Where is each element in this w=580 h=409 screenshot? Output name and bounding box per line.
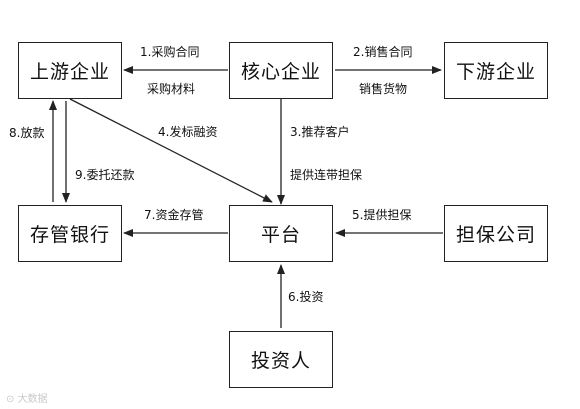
node-downstream: 下游企业 — [444, 42, 548, 99]
edge-label-3-top: 3.推荐客户 — [290, 125, 350, 139]
node-bank: 存管银行 — [18, 205, 122, 262]
watermark: ⊙ 大数据 — [6, 390, 48, 405]
node-platform: 平台 — [229, 205, 333, 262]
node-guarantor: 担保公司 — [444, 205, 548, 262]
edge-label-7: 7.资金存管 — [144, 208, 204, 222]
edge-label-1-bottom: 采购材料 — [147, 82, 196, 96]
edge-label-2-top: 2.销售合同 — [353, 45, 413, 59]
node-upstream: 上游企业 — [18, 42, 122, 99]
edge-label-3-bottom: 提供连带担保 — [290, 168, 363, 182]
edge-label-5: 5.提供担保 — [352, 208, 412, 222]
arrow-upstream-to-platform — [69, 98, 273, 203]
node-core: 核心企业 — [229, 42, 333, 99]
node-investor: 投资人 — [229, 331, 333, 388]
edge-label-2-bottom: 销售货物 — [359, 82, 408, 96]
edge-label-9: 9.委托还款 — [75, 168, 135, 182]
edge-label-6: 6.投资 — [288, 290, 324, 304]
edge-label-8: 8.放款 — [9, 126, 45, 140]
edge-label-4: 4.发标融资 — [158, 125, 218, 139]
watermark-text: 大数据 — [17, 394, 48, 405]
edge-label-1-top: 1.采购合同 — [140, 45, 200, 59]
watermark-logo-icon: ⊙ — [6, 394, 15, 405]
